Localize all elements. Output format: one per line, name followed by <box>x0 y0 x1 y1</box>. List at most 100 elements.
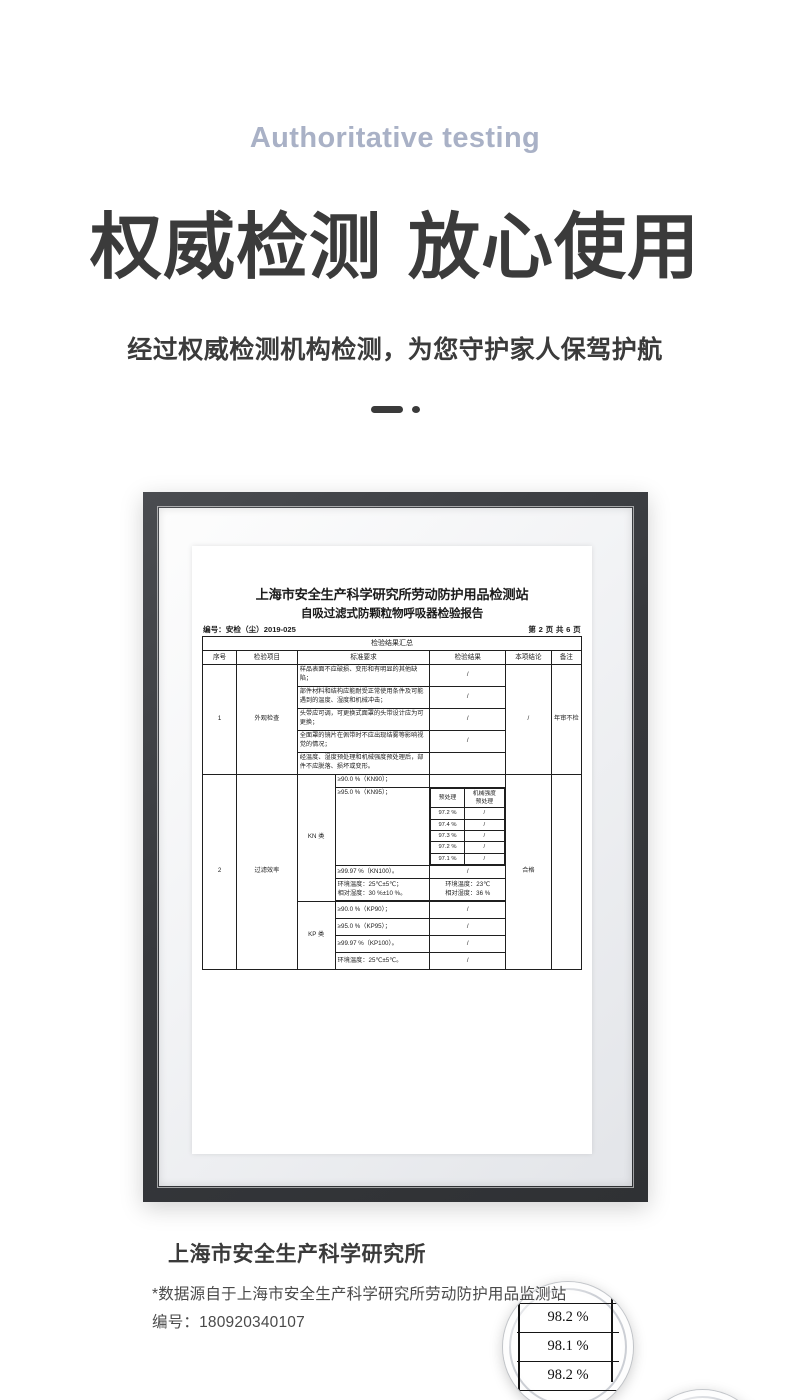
lens-vline-right <box>611 1298 613 1382</box>
kn-env-req-l1: 环境温度：25℃±5℃； <box>337 880 403 888</box>
kn95-inner-table: 预处理 机械强度 预处理 9 <box>430 787 506 866</box>
inner-row: 97.2 % / <box>430 807 506 820</box>
footer-note: *数据源自于上海市安全生产科学研究所劳动防护用品监测站 <box>152 1286 567 1303</box>
table-row: 2 过滤效率 KN 类 ≥90.0 %（KN90）； 合格 <box>201 773 583 971</box>
inner-row: 97.1 % / <box>430 852 506 866</box>
divider-dot <box>411 406 420 413</box>
lens-value-2: 98.1 % <box>517 1332 619 1362</box>
row1-req-2: 部件材料和结构应能耐受正常使用条件及可能遇到的温度、湿度和机械冲击； <box>296 685 431 709</box>
row1-res-2: / <box>429 685 507 709</box>
magnifier-lens-efficiency: 98.2 % 98.1 % 98.2 % <box>503 1282 633 1400</box>
report-code: 编号：安检（尘）2019-025 <box>203 625 296 634</box>
row1-index: 1 <box>201 663 238 775</box>
kn95-value-5: 97.1 % <box>430 852 465 866</box>
table-row: 经温度、湿度预处理和机械强度预处理后，部件不应脱落、损坏或变形。 <box>203 751 582 775</box>
kn95-mech-5: / <box>463 852 506 866</box>
table-row: ≥99.97 %（KP100）。 / <box>203 935 582 954</box>
kn95-value-2: 97.4 % <box>430 818 465 832</box>
row2-kn-res-90 <box>429 773 507 788</box>
row2-item: 过滤效率 <box>236 773 298 971</box>
lens-row: 98.2 % <box>517 1361 619 1391</box>
inner-header-row: 预处理 机械强度 预处理 <box>430 787 506 809</box>
row1-res-4: / <box>429 729 507 753</box>
subtitle-text: 经过权威检测机构检测，为您守护家人保驾护航 <box>127 336 663 364</box>
kn95-mech-2: / <box>463 818 506 832</box>
row2-remark <box>550 773 583 971</box>
row1-res-3: / <box>429 707 507 731</box>
divider-bar <box>370 406 403 413</box>
kn95-value-4: 97.2 % <box>430 841 465 854</box>
row2-kn-req-95: ≥95.0 %（KN95）； <box>334 786 431 867</box>
row2-kp-req-env: 环境温度：25℃±5℃。 <box>334 952 431 971</box>
col-index: 序号 <box>201 650 238 665</box>
report-title: 上海市安全生产科学研究所劳动防护用品检测站 <box>255 587 529 602</box>
col-remark: 备注 <box>550 650 583 665</box>
headline-left: 权威检测 <box>89 208 382 288</box>
table-row: ≥95.0 %（KN95）； 预处理 机械强度 <box>203 786 582 867</box>
table-caption-row: 检验结果汇总 <box>202 635 582 652</box>
report-paper: 上海市安全生产科学研究所劳动防护用品检测站 自吸过滤式防颗粒物呼吸器检验报告 编… <box>192 546 592 1154</box>
report-subtitle: 自吸过滤式防颗粒物呼吸器检验报告 <box>300 607 484 620</box>
magnifier-lens-conclusion: 合格 <box>640 1390 765 1400</box>
frame-bevel <box>157 506 634 1188</box>
row1-res-5 <box>429 751 507 775</box>
kn95-value-1: 97.2 % <box>430 807 465 820</box>
inner-row: 97.3 % / <box>430 830 506 843</box>
row2-kn-req-90: ≥90.0 %（KN90）； <box>334 773 431 788</box>
kn-env-res-l1: 环境温度：23℃ <box>445 880 491 888</box>
table-row: KP 类 ≥90.0 %（KP90）； / <box>203 901 582 971</box>
row1-req-3: 头带应可调，可更换式面罩的头带设计应为可更换； <box>296 707 431 731</box>
footer-organization: 上海市安全生产科学研究所 <box>168 1243 426 1266</box>
row2-kp-req-90: ≥90.0 %（KP90）； <box>334 901 431 920</box>
row2-kn-label: KN 类 <box>296 773 336 903</box>
row2-kp-label: KP 类 <box>296 901 336 971</box>
row2-kp-res-95: / <box>429 918 507 937</box>
row2-kn-res-100: / <box>429 865 507 880</box>
lens-row: 98.1 % <box>517 1332 619 1362</box>
row2-index: 2 <box>201 773 238 971</box>
table-caption: 检验结果汇总 <box>202 635 582 652</box>
kn-env-res-l2: 相对湿度：36 % <box>445 889 491 897</box>
kn95-mech-3: / <box>463 830 506 843</box>
kn-env-req-l2: 相对湿度：30 %±10 %。 <box>337 889 407 897</box>
kn95-mech-1: / <box>463 807 506 820</box>
page-title: 权威检测放心使用 <box>0 188 790 293</box>
row1-item: 外观检查 <box>236 663 298 775</box>
row1-req-5: 经温度、湿度预处理和机械强度预处理后，部件不应脱落、损坏或变形。 <box>296 751 431 775</box>
table-header-row: 序号 检验项目 标准要求 检验结果 本项结论 备注 <box>201 650 583 665</box>
divider <box>0 406 790 413</box>
col-item: 检验项目 <box>236 650 298 665</box>
table-row: ≥99.97 %（KN100）。 / <box>203 865 582 880</box>
col-requirement: 标准要求 <box>296 650 431 665</box>
lens-value-1: 98.2 % <box>517 1303 619 1333</box>
row2-kp-res-env: / <box>429 952 507 971</box>
headline-right: 放心使用 <box>408 208 701 288</box>
row1-req-4: 全面罩的镜片在佩带时不应出现结雾等影响视觉的情况； <box>296 729 431 753</box>
row2-kn95-inner-cell: 预处理 机械强度 预处理 9 <box>429 786 507 867</box>
table-row: 环境温度：25℃±5℃。 / <box>203 952 582 971</box>
col-conclusion: 本项结论 <box>505 650 552 665</box>
inner-col-mech-l1: 机械强度 <box>472 790 496 797</box>
row1-remark: 年审不检 <box>550 663 583 775</box>
inner-col-mech-l2: 预处理 <box>475 798 494 805</box>
frame-border: 上海市安全生产科学研究所劳动防护用品检测站 自吸过滤式防颗粒物呼吸器检验报告 编… <box>143 492 648 1202</box>
row2-kp-req-100: ≥99.97 %（KP100）。 <box>334 935 431 954</box>
inner-row: 97.4 % / <box>430 818 506 832</box>
kn95-mech-4: / <box>463 841 506 854</box>
lens-vline-left <box>518 1304 520 1392</box>
row2-kp-req-95: ≥95.0 %（KP95）； <box>334 918 431 937</box>
footer-code: 编号：180920340107 <box>152 1314 305 1331</box>
report-document: 上海市安全生产科学研究所劳动防护用品检测站 自吸过滤式防颗粒物呼吸器检验报告 编… <box>201 584 583 971</box>
report-table: 检验结果汇总 序号 检验项目 标准要求 检验结果 本项结论 备注 <box>201 635 583 971</box>
certificate-frame: 上海市安全生产科学研究所劳动防护用品检测站 自吸过滤式防颗粒物呼吸器检验报告 编… <box>143 492 765 1400</box>
eyebrow-text: Authoritative testing <box>249 122 541 154</box>
lens-value-3: 98.2 % <box>517 1361 619 1391</box>
frame-mat: 上海市安全生产科学研究所劳动防护用品检测站 自吸过滤式防颗粒物呼吸器检验报告 编… <box>159 508 632 1186</box>
row1-res-1: / <box>429 663 507 687</box>
row1-conclusion: / <box>505 663 552 775</box>
lens-row: 98.2 % <box>517 1303 619 1333</box>
inner-row: 97.2 % / <box>430 841 506 854</box>
row2-kp-res-100: / <box>429 935 507 954</box>
report-meta: 编号：安检（尘）2019-025 第 2 页 共 6 页 <box>202 624 582 636</box>
row2-kn-env-res: 环境温度：23℃ 相对湿度：36 % <box>429 878 507 902</box>
